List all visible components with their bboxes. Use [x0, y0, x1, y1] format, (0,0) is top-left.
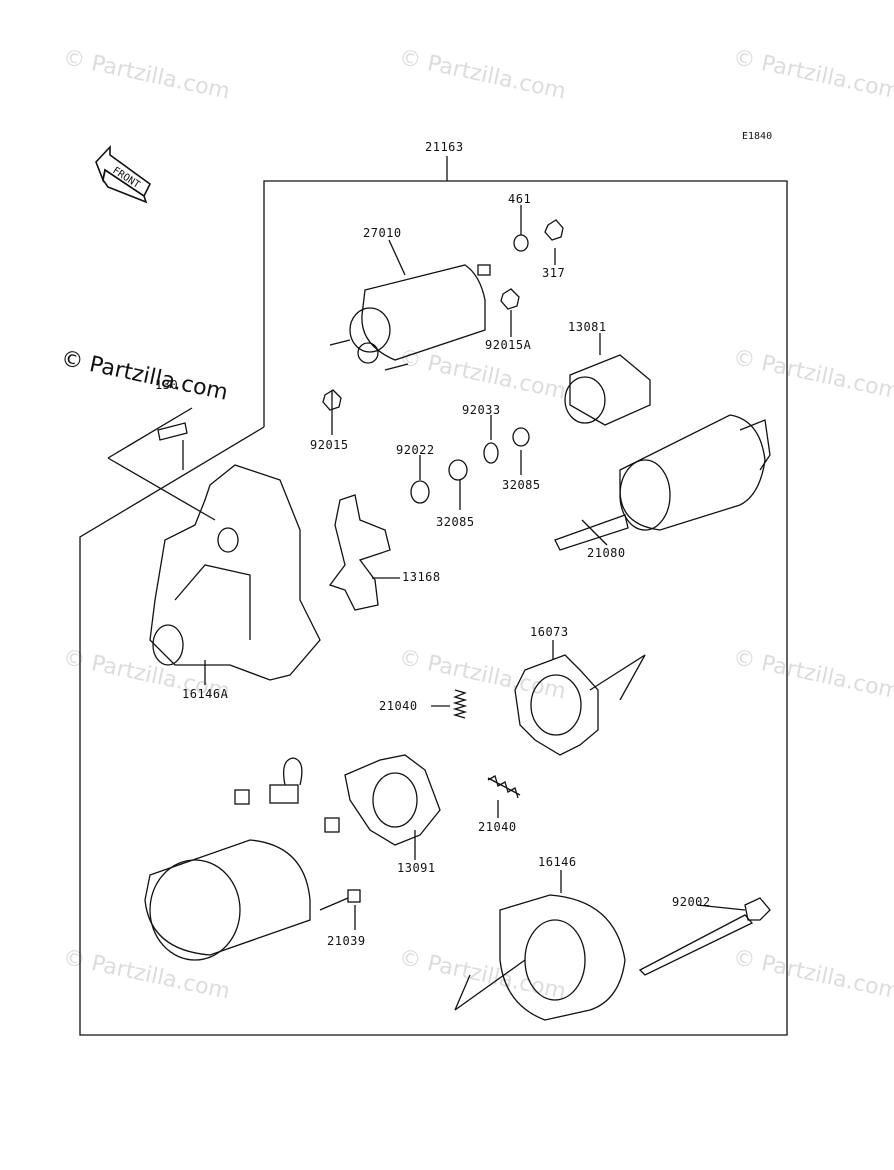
label-16073: 16073 — [530, 625, 569, 639]
brush-holder-plate — [514, 654, 599, 756]
lever-part — [328, 494, 391, 611]
label-13168: 13168 — [402, 570, 441, 584]
washer-92022 — [410, 480, 430, 504]
label-27010: 27010 — [363, 226, 402, 240]
end-cover-part — [499, 894, 626, 1021]
spring-21040 — [487, 775, 521, 799]
label-21040: 21040 — [379, 699, 418, 713]
front-label: FRONT — [110, 165, 141, 191]
nut-92015 — [322, 389, 342, 411]
label-92015a: 92015A — [485, 338, 532, 352]
spring-21040 — [452, 689, 468, 719]
label-32085: 32085 — [502, 478, 541, 492]
label-21039: 21039 — [327, 934, 366, 948]
pinion-part — [564, 354, 651, 426]
nut-92015a — [500, 288, 520, 310]
label-461: 461 — [508, 192, 532, 206]
yoke-part — [144, 757, 361, 961]
bolt-130 — [157, 422, 188, 441]
label-130: 130 — [155, 378, 179, 392]
washer-461 — [513, 234, 529, 252]
label-32085: 32085 — [436, 515, 475, 529]
label-21163: 21163 — [425, 140, 464, 154]
armature-part — [554, 414, 771, 551]
diagram-code: E1840 — [742, 131, 773, 142]
brush-holder-part — [344, 754, 441, 846]
bolt-part — [638, 897, 771, 976]
label-13091: 13091 — [397, 861, 436, 875]
label-92002: 92002 — [672, 895, 711, 909]
label-21040: 21040 — [478, 820, 517, 834]
washer-32085 — [448, 459, 468, 481]
housing-part — [149, 464, 321, 681]
nut-317 — [544, 219, 564, 241]
label-13081: 13081 — [568, 320, 607, 334]
ring-92033 — [483, 442, 499, 464]
label-92015: 92015 — [310, 438, 349, 452]
label-16146: 16146 — [538, 855, 577, 869]
assembly-frame — [79, 180, 788, 1036]
solenoid-part — [329, 264, 491, 371]
ring-32085 — [512, 427, 530, 447]
label-92022: 92022 — [396, 443, 435, 457]
label-21080: 21080 — [587, 546, 626, 560]
label-92033: 92033 — [462, 403, 501, 417]
label-317: 317 — [542, 266, 566, 280]
front-arrow-icon: FRONT — [95, 144, 152, 204]
label-16146a: 16146A — [182, 687, 229, 701]
